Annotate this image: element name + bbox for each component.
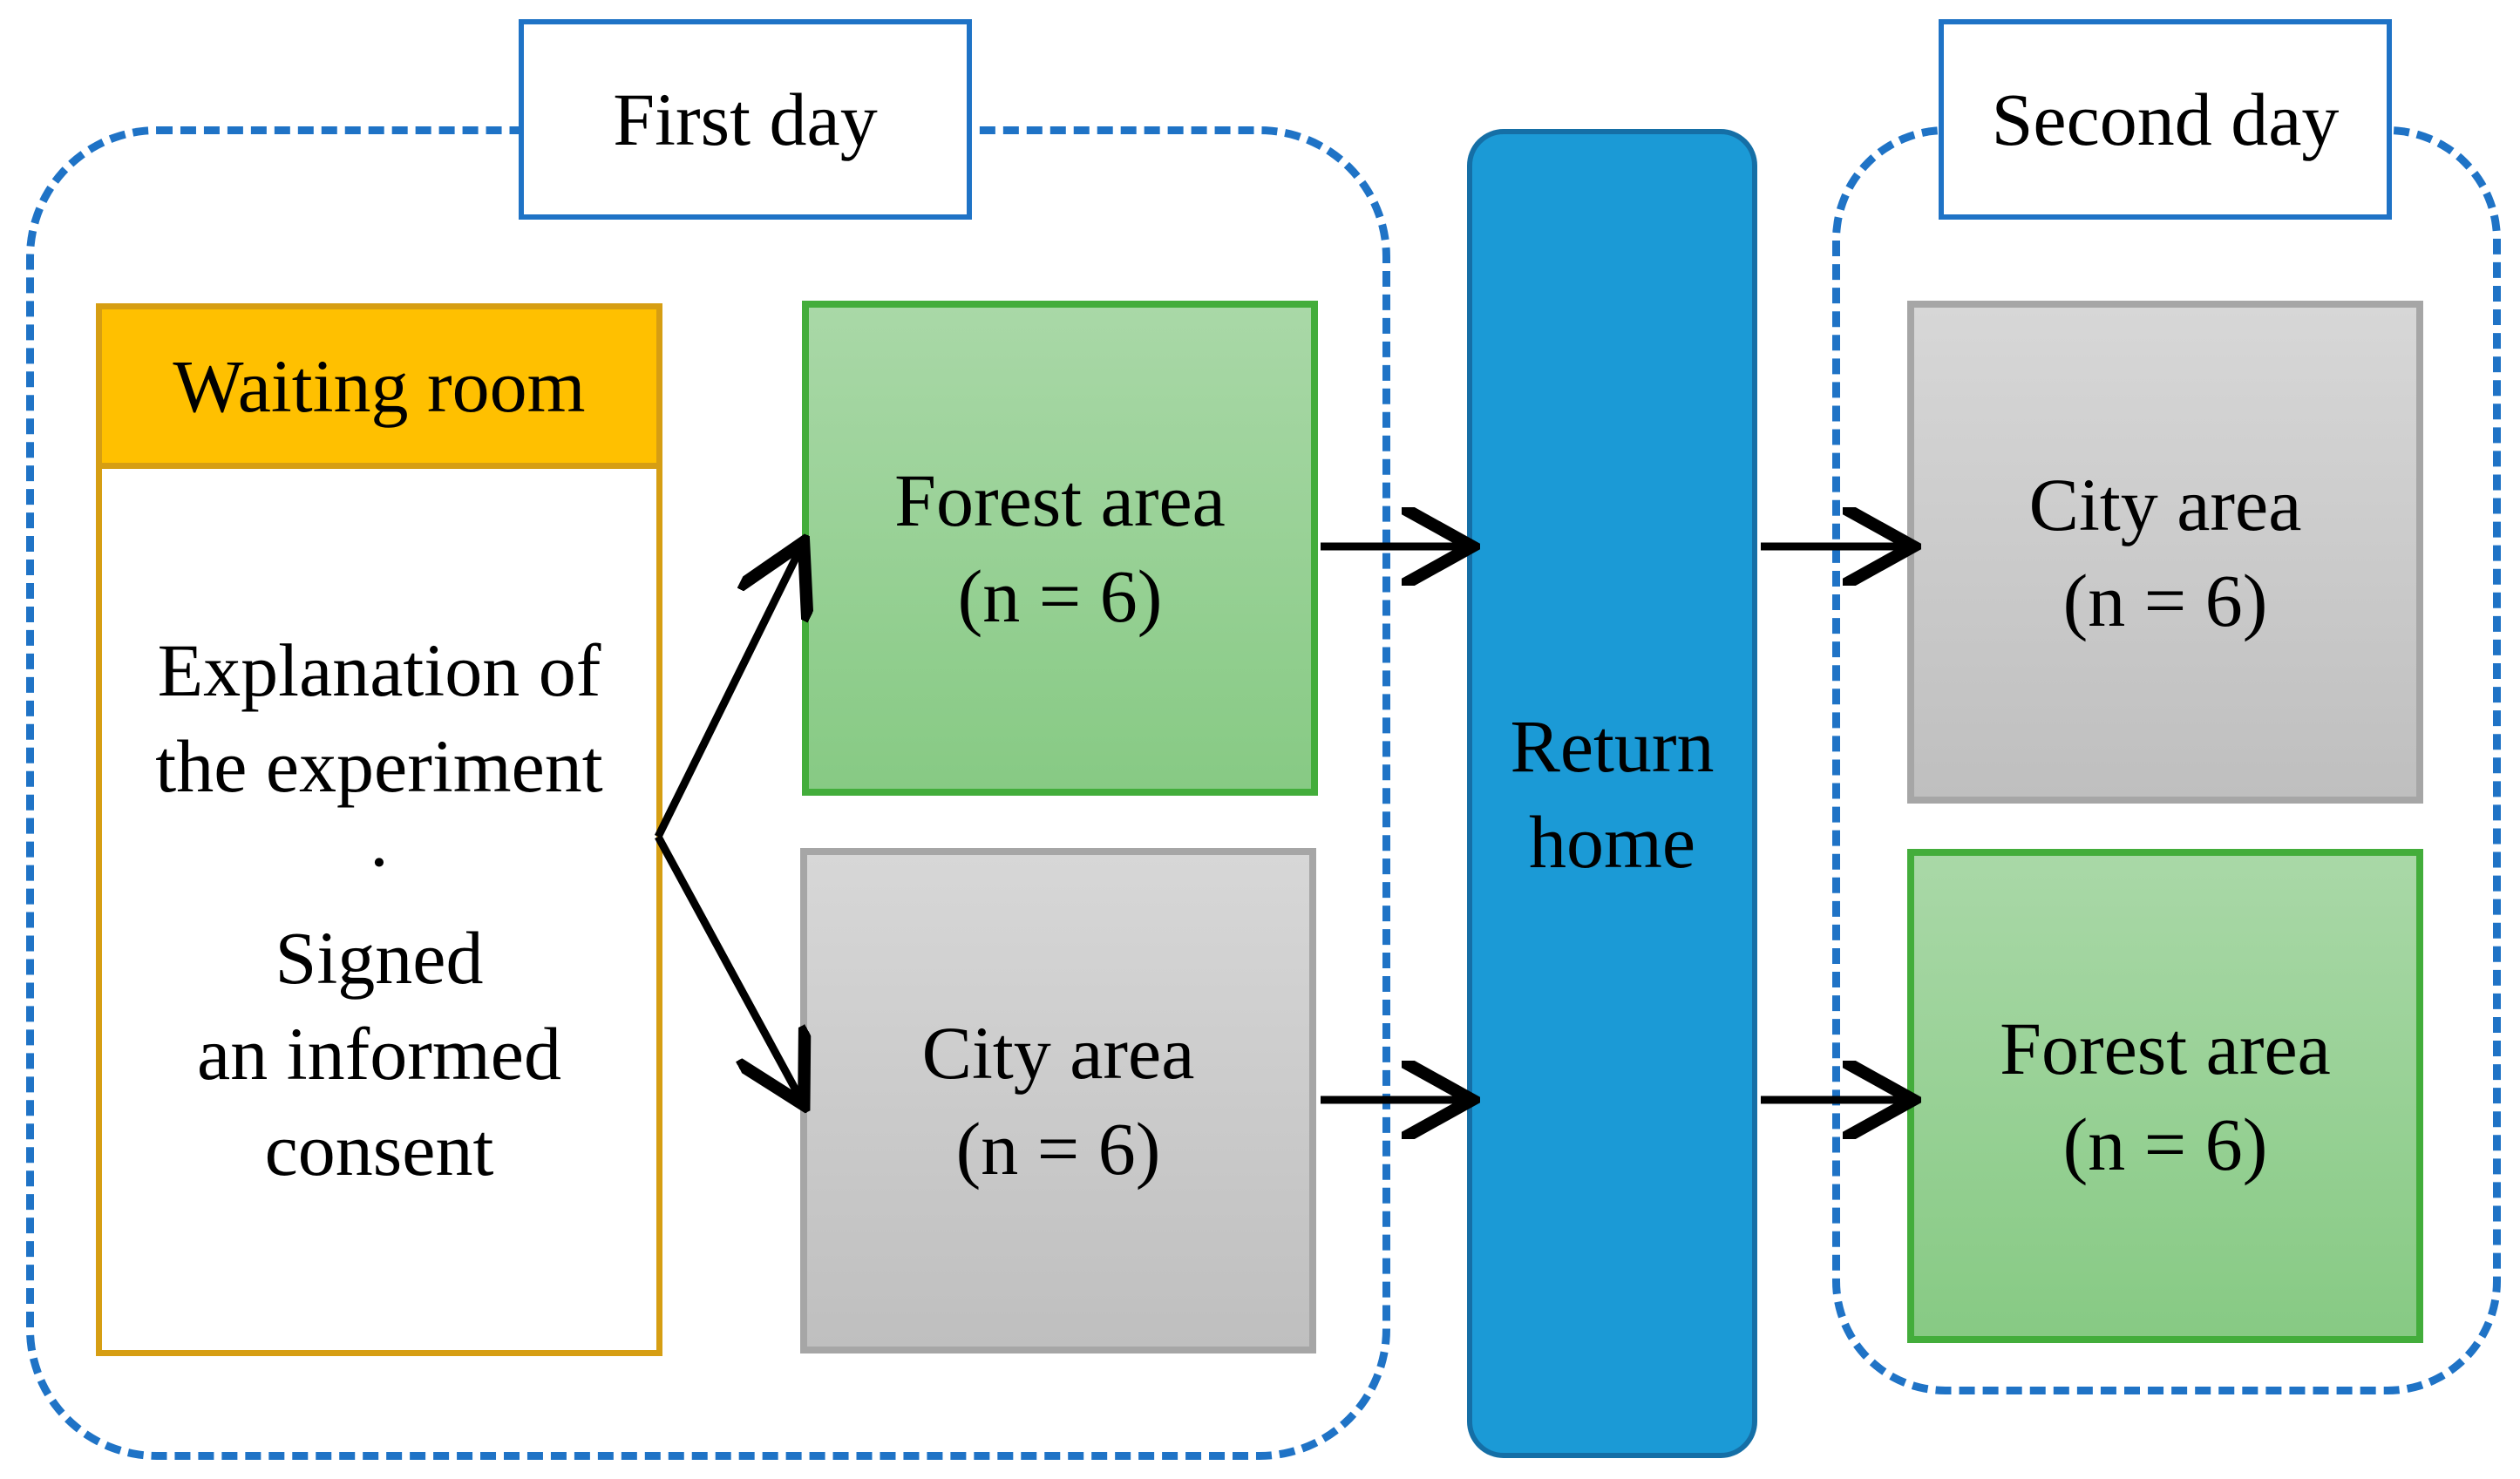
first-day-label: First day <box>519 19 972 220</box>
waiting-room-line: Signed <box>275 915 484 1000</box>
waiting-room-line: an informed <box>197 1011 561 1096</box>
second-day-label: Second day <box>1939 19 2392 220</box>
first-day-forest-area-box: Forest area (n = 6) <box>802 301 1318 796</box>
area-count: (n = 6) <box>955 1107 1161 1191</box>
waiting-room-body: Explanation of the experiment · Signed a… <box>96 463 662 1356</box>
first-day-label-text: First day <box>613 78 878 161</box>
waiting-room-line: the experiment <box>155 723 603 808</box>
area-count: (n = 6) <box>2062 1102 2268 1186</box>
second-day-label-text: Second day <box>1991 78 2340 161</box>
waiting-room-title: Waiting room <box>173 344 586 428</box>
area-name: City area <box>921 1011 1195 1095</box>
waiting-room-bullet: · <box>366 819 392 904</box>
second-day-city-area-box: City area (n = 6) <box>1907 301 2423 804</box>
return-home-line: Return <box>1510 703 1715 788</box>
area-count: (n = 6) <box>2062 558 2268 642</box>
area-name: Forest area <box>2000 1006 2331 1090</box>
return-home-box: Return home <box>1467 129 1757 1458</box>
waiting-room-line: Explanation of <box>157 628 601 712</box>
area-name: City area <box>2028 462 2302 546</box>
second-day-forest-area-box: Forest area (n = 6) <box>1907 849 2423 1343</box>
waiting-room-header: Waiting room <box>96 303 662 469</box>
waiting-room-line: consent <box>264 1107 494 1191</box>
area-count: (n = 6) <box>957 554 1163 638</box>
return-home-line: home <box>1528 799 1696 884</box>
first-day-city-area-box: City area (n = 6) <box>800 848 1316 1353</box>
area-name: Forest area <box>894 458 1226 542</box>
